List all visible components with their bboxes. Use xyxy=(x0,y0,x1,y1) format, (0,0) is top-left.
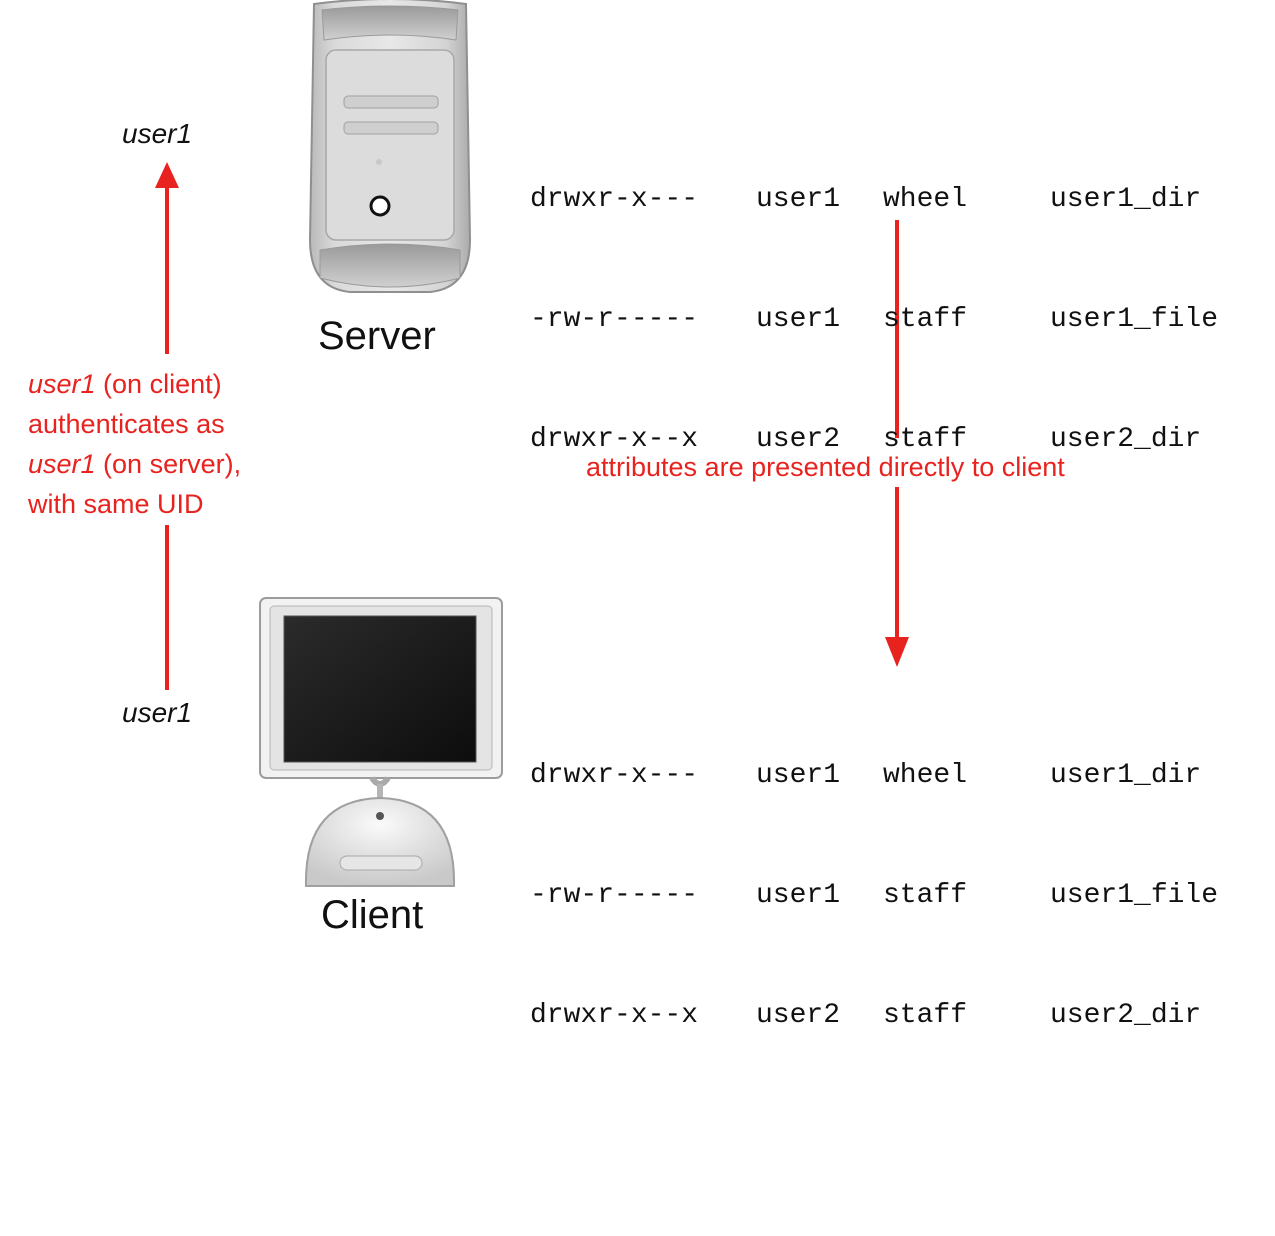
auth-note-line: user1 (on client) xyxy=(28,369,222,399)
client-file-listing: drwxr-x--- user1 wheel user1_dir -rw-r--… xyxy=(530,676,1219,1116)
diagram-canvas: Server Client user1 user1 user1 (on clie… xyxy=(28,0,1219,1031)
client-user-label: user1 xyxy=(122,697,193,728)
auth-arrow-upper-line xyxy=(165,186,169,354)
server-user-label: user1 xyxy=(122,118,193,149)
listing-row: drwxr-x--x user2 staff user2_dir xyxy=(530,1000,1202,1031)
auth-arrow-head xyxy=(155,162,179,188)
imac-client-icon xyxy=(259,597,503,887)
listing-row: drwxr-x--- user1 wheel user1_dir xyxy=(530,184,1202,215)
server-tower-icon xyxy=(308,0,472,293)
server-label: Server xyxy=(318,314,436,358)
attributes-arrow-lower-line xyxy=(895,487,899,639)
auth-arrow-lower-line xyxy=(165,525,169,690)
auth-note-line: authenticates as xyxy=(28,409,225,439)
auth-note-line: user1 (on server), xyxy=(28,449,242,479)
listing-row: -rw-r----- user1 staff user1_file xyxy=(530,880,1219,911)
listing-row: drwxr-x--x user2 staff user2_dir xyxy=(530,424,1202,455)
attributes-arrow-upper-line xyxy=(895,220,899,438)
listing-row: drwxr-x--- user1 wheel user1_dir xyxy=(530,760,1202,791)
server-file-listing: drwxr-x--- user1 wheel user1_dir -rw-r--… xyxy=(530,100,1219,540)
auth-note: user1 (on client) authenticates as user1… xyxy=(28,364,241,524)
attributes-arrow-head xyxy=(885,637,909,667)
client-label: Client xyxy=(321,893,424,937)
auth-note-line: with same UID xyxy=(28,489,204,519)
listing-row: -rw-r----- user1 staff user1_file xyxy=(530,304,1219,335)
attributes-note: attributes are presented directly to cli… xyxy=(586,452,1065,482)
